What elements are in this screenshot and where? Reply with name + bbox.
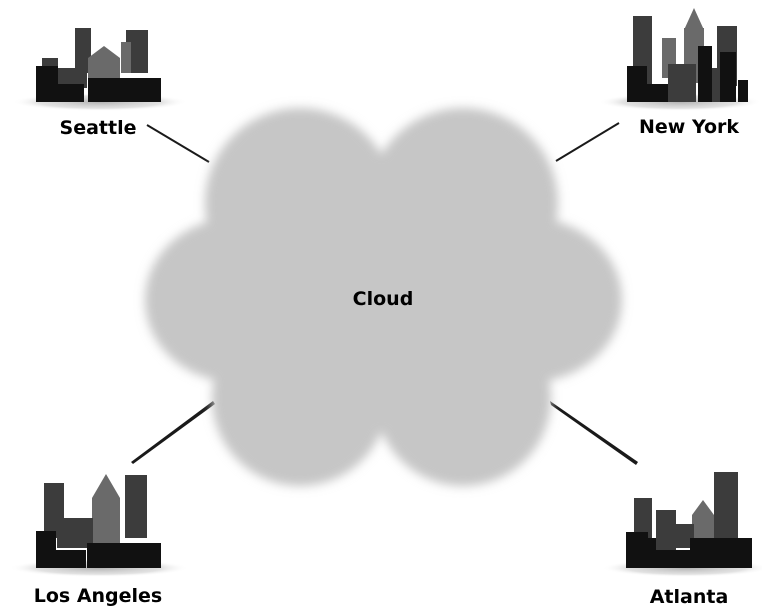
seattle-city-icon — [12, 28, 188, 111]
atlanta-label: Atlanta — [650, 586, 729, 608]
cloud-shape[interactable] — [145, 108, 622, 486]
link-seattle — [146, 124, 210, 163]
link-los-angeles — [131, 401, 215, 464]
seattle-label: Seattle — [60, 117, 137, 139]
atlanta-city-icon — [602, 472, 762, 577]
new-york-label: New York — [639, 116, 739, 138]
cloud-label: Cloud — [353, 288, 414, 310]
link-new-york — [555, 122, 620, 162]
los-angeles-city-icon — [9, 474, 189, 577]
link-atlanta — [550, 401, 638, 465]
los-angeles-label: Los Angeles — [34, 585, 163, 607]
new-york-city-icon — [598, 8, 762, 111]
connection-links — [131, 122, 638, 465]
